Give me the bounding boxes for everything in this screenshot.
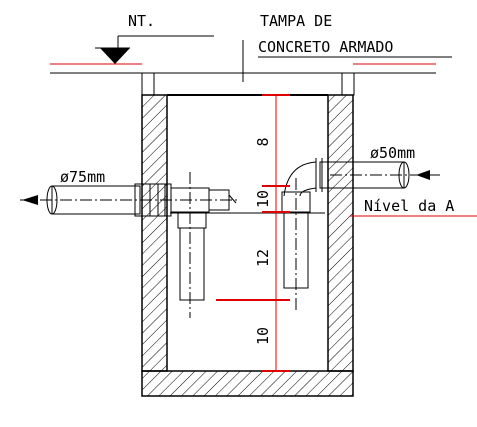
cover-label-line2: CONCRETO ARMADO bbox=[258, 38, 393, 56]
inlet-pipe bbox=[281, 158, 440, 310]
outlet-pipe-label: ø75mm bbox=[60, 168, 105, 186]
dimension-label: 12 bbox=[254, 249, 272, 267]
box-walls bbox=[141, 94, 354, 397]
level-marker-icon bbox=[95, 35, 214, 64]
water-level-line bbox=[170, 212, 477, 217]
outlet-pipe bbox=[20, 172, 240, 318]
dimension-label: 10 bbox=[254, 327, 272, 345]
dimension-line bbox=[216, 94, 290, 372]
water-level-label: Nível da A bbox=[364, 197, 454, 215]
cover-label-line1: TAMPA DE bbox=[260, 12, 332, 30]
level-marker-label: NT. bbox=[128, 12, 155, 30]
ground-level-lines bbox=[50, 63, 436, 74]
dimension-label: 8 bbox=[254, 137, 272, 146]
concrete-cover-slab bbox=[141, 72, 355, 96]
dimension-label: 10 bbox=[254, 190, 272, 208]
inlet-pipe-label: ø50mm bbox=[370, 144, 415, 162]
